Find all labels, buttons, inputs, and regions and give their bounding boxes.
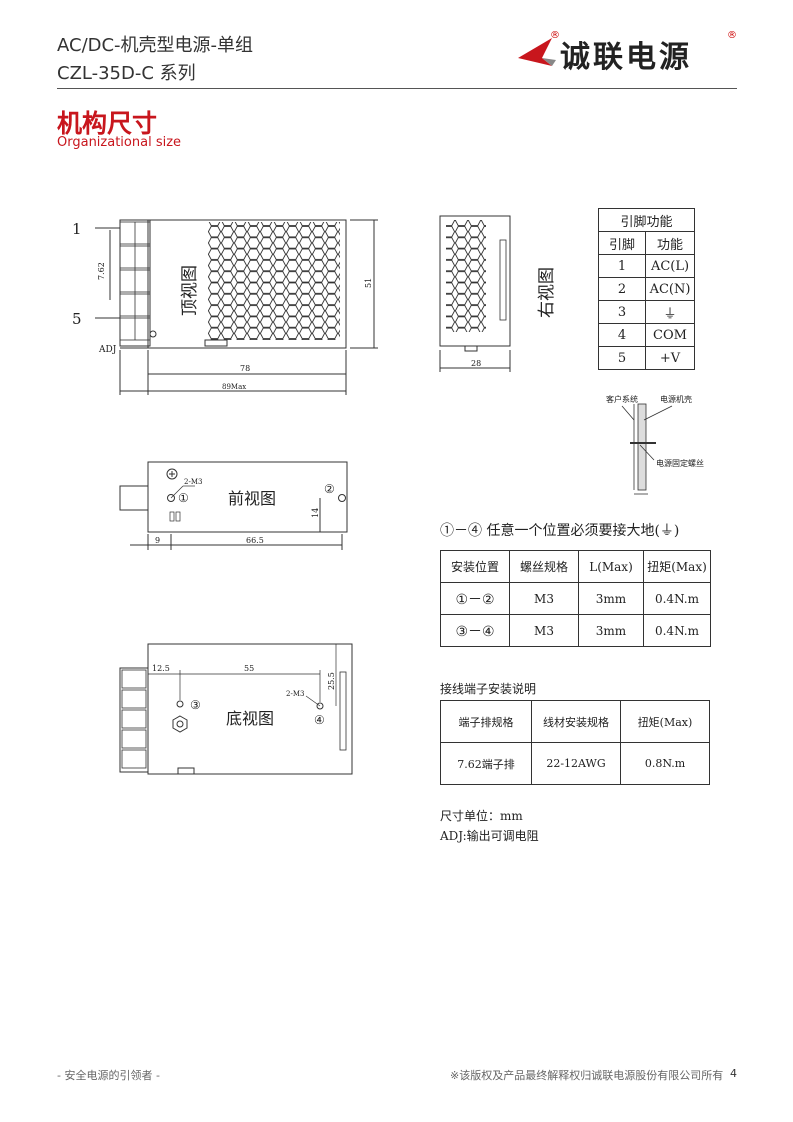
front-view-drawing	[119, 461, 348, 550]
pin-number: 1	[598, 254, 646, 278]
front-span-dim: 66.5	[246, 536, 264, 545]
reg-mark-right: ®	[727, 30, 737, 41]
right-view-drawing	[439, 215, 511, 372]
footer-copyright: ※该版权及产品最终解释权归诚联电源股份有限公司所有	[450, 1069, 724, 1082]
header-divider	[57, 88, 737, 89]
pin-function: +V	[645, 346, 695, 370]
front-screw-label: 2-M3	[184, 478, 202, 486]
install-header: 安装位置	[440, 550, 510, 583]
install-table: 安装位置 螺丝规格 L(Max) 扭矩(Max) ①－② M3 3mm 0.4N…	[440, 550, 711, 647]
install-length: 3mm	[578, 582, 644, 615]
install-length: 3mm	[578, 614, 644, 647]
install-screw: M3	[509, 582, 579, 615]
top-total-dim: 89Max	[222, 383, 246, 391]
pin-number: 2	[598, 277, 646, 301]
terminal-title: 接线端子安装说明	[440, 682, 537, 696]
pin-function: AC(L)	[645, 254, 695, 278]
install-screw: M3	[509, 614, 579, 647]
adj-note: ADJ:输出可调电阻	[440, 829, 539, 843]
right-view-label: 右视图	[537, 267, 557, 318]
pin-table-header: 功能	[645, 231, 695, 255]
logo-text: 诚联电源	[560, 40, 692, 75]
bottom-view-label: 底视图	[226, 709, 274, 728]
top-width-dim: 78	[240, 364, 250, 373]
bottom-view-drawing	[119, 643, 353, 775]
top-pitch-dim: 7.62	[97, 262, 106, 280]
bottom-height-dim: 25.5	[327, 672, 336, 690]
mount-system-label: 客户系统	[606, 394, 638, 404]
top-adj-label: ADJ	[98, 345, 117, 355]
terminal-header: 端子排规格	[440, 700, 532, 743]
terminal-spec: 7.62端子排	[440, 742, 532, 785]
title-line-1: AC/DC-机壳型电源-单组	[57, 35, 254, 56]
bottom-screw-label: 2-M3	[286, 690, 304, 698]
pin-number: 4	[598, 323, 646, 347]
bottom-left-dim: 12.5	[152, 664, 170, 673]
top-pin-last: 5	[72, 310, 82, 328]
ground-icon: ⏚	[645, 300, 695, 324]
title-line-2: CZL-35D-C 系列	[57, 63, 196, 84]
terminal-table: 端子排规格 线材安装规格 扭矩(Max) 7.62端子排 22-12AWG 0.…	[440, 700, 710, 785]
right-depth-dim: 28	[471, 359, 481, 368]
brand-logo: ® 诚联电源 ®	[512, 30, 737, 76]
reg-mark-left: ®	[550, 30, 560, 41]
unit-note: 尺寸单位：mm	[440, 809, 523, 823]
pin-number: 3	[598, 300, 646, 324]
terminal-wire: 22-12AWG	[531, 742, 621, 785]
install-torque: 0.4N.m	[643, 614, 711, 647]
notes-block: 尺寸单位：mm ADJ:输出可调电阻	[440, 806, 539, 846]
bottom-hole-4: ④	[314, 713, 325, 727]
top-view-drawing	[95, 219, 378, 395]
pin-number: 5	[598, 346, 646, 370]
front-view-label: 前视图	[228, 489, 276, 508]
terminal-header: 线材安装规格	[531, 700, 621, 743]
pin-function: COM	[645, 323, 695, 347]
install-header: 扭矩(Max)	[643, 550, 711, 583]
pin-table-title: 引脚功能	[598, 208, 695, 232]
mount-screw-label: 电源固定螺丝	[656, 458, 704, 468]
front-hole-2: ②	[324, 482, 335, 496]
top-height-dim: 51	[364, 278, 373, 288]
pin-table-header: 引脚	[598, 231, 646, 255]
bottom-span-dim: 55	[244, 664, 254, 673]
install-header: 螺丝规格	[509, 550, 579, 583]
footer-slogan: - 安全电源的引领者 -	[57, 1069, 160, 1082]
top-pin-first: 1	[72, 220, 82, 238]
install-header: L(Max)	[578, 550, 644, 583]
logo-mark-icon	[518, 38, 556, 66]
bottom-hole-3: ③	[190, 698, 201, 712]
mount-detail-drawing	[621, 403, 673, 495]
page-number: 4	[730, 1067, 737, 1080]
front-hole-1: ①	[178, 491, 189, 505]
terminal-header: 扭矩(Max)	[620, 700, 710, 743]
install-torque: 0.4N.m	[643, 582, 711, 615]
grounding-note: ①－④ 任意一个位置必须要接大地(⏚)	[440, 523, 680, 539]
front-left-dim: 9	[155, 536, 160, 545]
mount-case-label: 电源机壳	[660, 394, 692, 404]
document-title: AC/DC-机壳型电源-单组 CZL-35D-C 系列	[57, 32, 253, 88]
top-view-label: 顶视图	[180, 265, 200, 316]
front-height-dim: 14	[311, 508, 320, 518]
pin-function: AC(N)	[645, 277, 695, 301]
install-position: ③－④	[440, 614, 510, 647]
install-position: ①－②	[440, 582, 510, 615]
terminal-torque: 0.8N.m	[620, 742, 710, 785]
section-title: 机构尺寸	[57, 109, 158, 138]
section-subtitle: Organizational size	[57, 135, 182, 150]
